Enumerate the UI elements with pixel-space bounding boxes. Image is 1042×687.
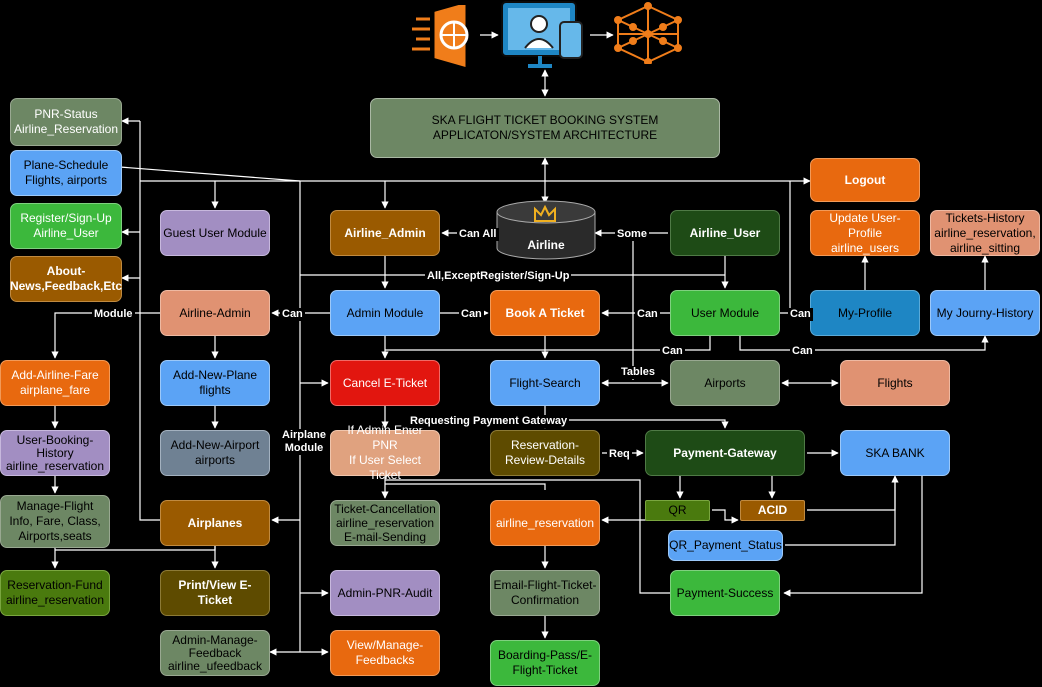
airplanes-node[interactable]: Airplanes xyxy=(160,500,270,546)
view-feedbacks-node[interactable]: View/Manage- Feedbacks xyxy=(330,630,440,676)
edge-label-can-journey: Can xyxy=(790,345,815,358)
book-ticket-node[interactable]: Book A Ticket xyxy=(490,290,600,336)
admin-manage-feedback-node[interactable]: Admin-Manage- Feedback airline_ufeedback xyxy=(160,630,270,676)
edge-label-can-all: Can All xyxy=(457,228,499,241)
journey-history-node[interactable]: My Journy-History xyxy=(930,290,1040,336)
add-airline-fare-node[interactable]: Add-Airline-Fare airplane_fare xyxy=(0,360,110,406)
payment-success-node[interactable]: Payment-Success xyxy=(670,570,780,616)
logout-node[interactable]: Logout xyxy=(810,158,920,202)
pnr-check-node[interactable]: If Admin Enter PNR If User Select Ticket xyxy=(330,423,440,482)
network-icon xyxy=(614,2,682,64)
edge-label-requesting: Requesting Payment Gateway xyxy=(408,415,570,428)
edge-label-can-profile: Can xyxy=(788,308,813,321)
database-cylinder xyxy=(496,200,596,260)
airline-admin-module-node[interactable]: Airline-Admin xyxy=(160,290,270,336)
edge-label-airplane-module: Airplane Module xyxy=(280,429,329,455)
pnr-status-node[interactable]: PNR-Status Airline_Reservation xyxy=(10,98,122,146)
crown-icon xyxy=(534,205,556,222)
edge-label-can-user: Can xyxy=(635,308,660,321)
manage-flight-node[interactable]: Manage-Flight Info, Fare, Class, Airport… xyxy=(0,495,110,548)
edge-label-can-cancel: Can xyxy=(660,345,685,358)
admin-pnr-audit-node[interactable]: Admin-PNR-Audit xyxy=(330,570,440,616)
edge-label-can-admin: Can xyxy=(280,308,305,321)
print-e-ticket-node[interactable]: Print/View E-Ticket xyxy=(160,570,270,616)
ticket-cancellation-node[interactable]: Ticket-Cancellation airline_reservation … xyxy=(330,500,440,546)
ska-bank-node[interactable]: SKA BANK xyxy=(840,430,950,476)
airline-admin-node[interactable]: Airline_Admin xyxy=(330,210,440,256)
title-line-1: SKA FLIGHT TICKET BOOKING SYSTEM xyxy=(431,113,659,127)
user-devices-icon xyxy=(501,1,583,68)
email-confirmation-node[interactable]: Email-Flight-Ticket- Confirmation xyxy=(490,570,600,616)
web-icon xyxy=(412,5,469,67)
airline-reservation-node[interactable]: airline_reservation xyxy=(490,500,600,546)
reservation-fund-node[interactable]: Reservation-Fund airline_reservation xyxy=(0,570,110,616)
edge-label-module: Module xyxy=(92,308,135,321)
system-title: SKA FLIGHT TICKET BOOKING SYSTEM APPLICA… xyxy=(370,98,720,158)
admin-module-node[interactable]: Admin Module xyxy=(330,290,440,336)
my-profile-node[interactable]: My-Profile xyxy=(810,290,920,336)
airports-node[interactable]: Airports xyxy=(670,360,780,406)
guest-user-module-node[interactable]: Guest User Module xyxy=(160,210,270,256)
tickets-history-node[interactable]: Tickets-History airline_reservation, air… xyxy=(930,210,1040,256)
add-new-plane-node[interactable]: Add-New-Plane flights xyxy=(160,360,270,406)
user-module-node[interactable]: User Module xyxy=(670,290,780,336)
reservation-review-node[interactable]: Reservation- Review-Details xyxy=(490,430,600,476)
user-booking-history-node[interactable]: User-Booking- History airline_reservatio… xyxy=(0,430,110,476)
update-profile-node[interactable]: Update User-Profile airline_users xyxy=(810,210,920,256)
qr-node[interactable]: QR xyxy=(645,500,710,521)
edge-label-req: Req xyxy=(607,448,632,461)
edge-label-can-book: Can xyxy=(459,308,484,321)
flights-node[interactable]: Flights xyxy=(840,360,950,406)
register-node[interactable]: Register/Sign-Up Airline_User xyxy=(10,203,122,249)
cancel-e-ticket-node[interactable]: Cancel E-Ticket xyxy=(330,360,440,406)
database-label: Airline xyxy=(527,238,565,252)
boarding-pass-node[interactable]: Boarding-Pass/E- Flight-Ticket xyxy=(490,640,600,686)
qr-payment-status-node[interactable]: QR_Payment_Status xyxy=(668,530,783,561)
airline-user-node[interactable]: Airline_User xyxy=(670,210,780,256)
edge-label-tables: Tables xyxy=(619,366,658,379)
edge-label-some: Some xyxy=(615,228,649,241)
about-node[interactable]: About- News,Feedback,Etc xyxy=(10,256,122,302)
plane-schedule-node[interactable]: Plane-Schedule Flights, airports xyxy=(10,150,122,196)
add-new-airport-node[interactable]: Add-New-Airport airports xyxy=(160,430,270,476)
flight-search-node[interactable]: Flight-Search xyxy=(490,360,600,406)
edge-label-all-except: All,ExceptRegister/Sign-Up xyxy=(425,270,572,283)
title-line-2: APPLICATON/SYSTEM ARCHITECTURE xyxy=(432,128,658,142)
payment-gateway-node[interactable]: Payment-Gateway xyxy=(645,430,805,476)
acid-node[interactable]: ACID xyxy=(740,500,805,521)
